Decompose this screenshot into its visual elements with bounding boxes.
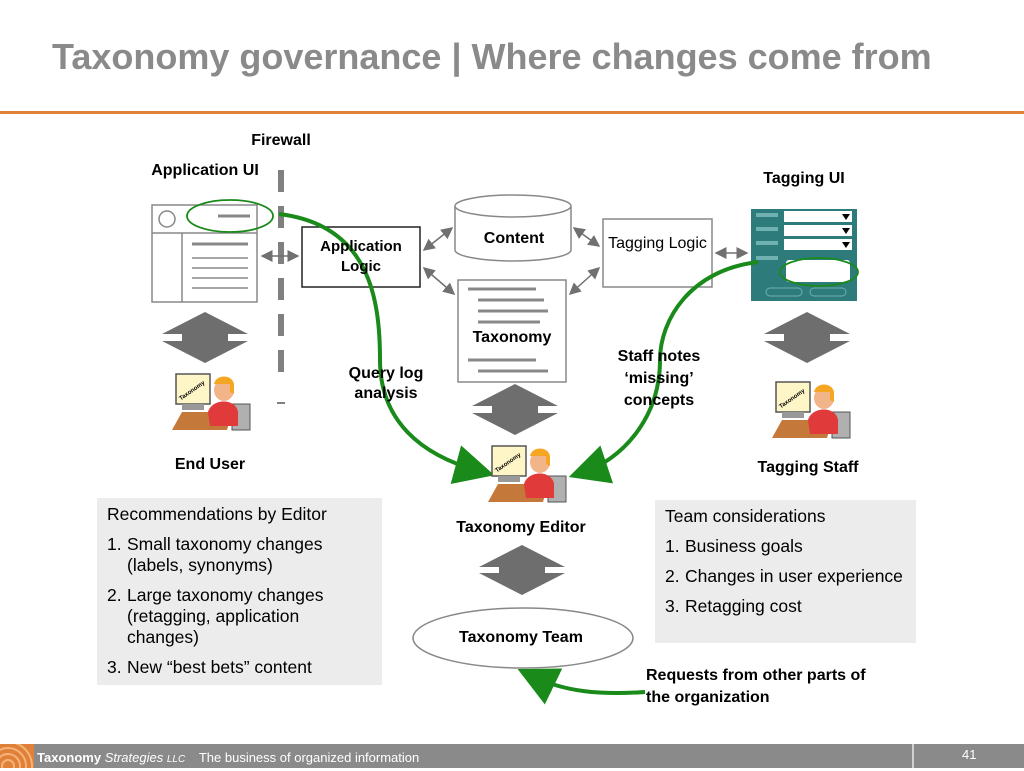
double-arrow-enduser — [162, 312, 248, 363]
staff-notes-label: Staff notes ‘missing’ concepts — [617, 348, 701, 409]
application-ui-label: Application UI — [151, 162, 259, 179]
footer-tagline: The business of organized information — [198, 750, 420, 765]
editor-recommendations-list: 1.Small taxonomy changes (labels, synony… — [107, 534, 372, 678]
team-considerations-list: 1.Business goals 2.Changes in user exper… — [665, 536, 906, 617]
connector-applogic-content — [422, 227, 454, 251]
editor-panel-heading: Recommendations by Editor — [107, 504, 327, 524]
list-item: 2.Large taxonomy changes (retagging, app… — [107, 585, 324, 647]
list-item: 1.Small taxonomy changes (labels, synony… — [107, 534, 323, 575]
double-arrow-taxonomy-editor — [472, 384, 558, 435]
tagging-ui-form — [751, 209, 859, 301]
query-log-label: Query log analysis — [348, 365, 424, 402]
footer-divider — [912, 744, 914, 768]
footer-brand: Taxonomy Strategies LLC The business of … — [37, 750, 420, 765]
list-item: 3.New “best bets” content — [107, 657, 312, 677]
page-number: 41 — [962, 747, 977, 762]
person-at-computer-icon: Taxonomy — [488, 445, 567, 503]
double-arrow-taggingstaff — [764, 312, 850, 363]
end-user-label: End User — [174, 456, 246, 473]
tagging-logic-box — [602, 218, 713, 288]
green-arrow-query-log — [278, 212, 495, 485]
taxonomy-editor-label: Taxonomy Editor — [456, 519, 586, 536]
taxonomy-team-label: Taxonomy Team — [459, 629, 583, 646]
taxonomy-team-ellipse — [412, 607, 634, 669]
firewall-label: Firewall — [251, 132, 311, 149]
content-database-icon — [454, 194, 572, 262]
tagging-staff-label: Tagging Staff — [757, 459, 859, 476]
person-at-computer-icon: Taxonomy — [772, 381, 851, 439]
content-label: Content — [483, 230, 545, 247]
team-considerations-panel: Team considerations 1.Business goals 2.C… — [655, 500, 916, 643]
editor-recommendations-panel: Recommendations by Editor 1.Small taxono… — [97, 498, 382, 685]
requests-label: Requests from other parts of the organiz… — [646, 667, 866, 706]
logo-icon — [0, 741, 34, 771]
person-at-computer-icon: Taxonomy — [172, 373, 251, 431]
team-panel-heading: Team considerations — [665, 506, 826, 526]
tagging-ui-label: Tagging UI — [763, 170, 845, 187]
connector-applogic-taxonomy — [422, 267, 456, 295]
application-logic-box — [301, 226, 421, 288]
footer-bar: Taxonomy Strategies LLC The business of … — [0, 741, 1024, 771]
green-arrow-staff-notes — [568, 260, 759, 484]
green-arrow-requests — [517, 668, 646, 705]
list-item: 3.Retagging cost — [665, 596, 802, 616]
taxonomy-label: Taxonomy — [472, 329, 552, 346]
tagging-logic-label: Tagging Logic — [608, 235, 707, 252]
application-ui-window — [151, 199, 274, 303]
dropdown-arrow-icon — [842, 214, 850, 220]
title-rule — [0, 111, 1024, 114]
slide-title: Taxonomy governance | Where changes come… — [52, 36, 932, 77]
list-item: 1.Business goals — [665, 536, 803, 556]
application-logic-label: Application Logic — [320, 238, 402, 275]
list-item: 2.Changes in user experience — [665, 566, 903, 586]
governance-diagram: Taxonomy Taxonomy Taxonomy — [151, 170, 859, 705]
connector-taxonomy-tagginglogic — [568, 266, 601, 296]
double-arrow-editor-team — [479, 545, 565, 595]
taxonomy-document-icon — [457, 279, 567, 383]
connector-content-tagginglogic — [572, 227, 601, 247]
